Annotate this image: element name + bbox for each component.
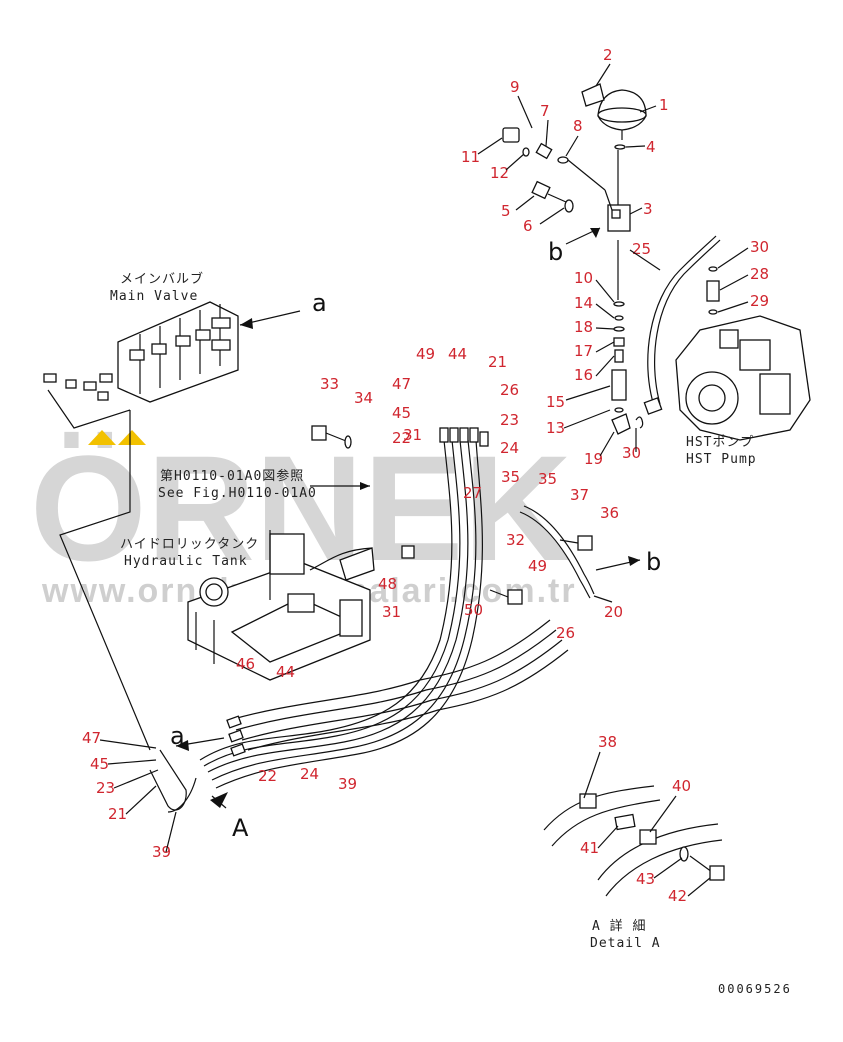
callout: 23: [96, 779, 115, 797]
callout: 43: [636, 870, 655, 888]
callout: 30: [622, 444, 641, 462]
drawing-code: 00069526: [718, 982, 792, 996]
callout: 45: [392, 404, 411, 422]
watermark-accent-right: [118, 430, 146, 445]
callout: 25: [632, 240, 651, 258]
callout: 15: [546, 393, 565, 411]
reference-en-label: See Fig.H0110-01A0: [158, 486, 317, 501]
hst-pump: [643, 235, 811, 441]
callout: 49: [416, 345, 435, 363]
callout: 40: [672, 777, 691, 795]
callout: 47: [82, 729, 101, 747]
callout: 7: [540, 102, 550, 120]
callout: 3: [643, 200, 653, 218]
callout: 38: [598, 733, 617, 751]
callout: 35: [501, 468, 520, 486]
callout: 4: [646, 138, 656, 156]
callout: 39: [152, 843, 171, 861]
callout: 37: [570, 486, 589, 504]
callout: 24: [500, 439, 519, 457]
callout: 47: [392, 375, 411, 393]
callout: 34: [354, 389, 373, 407]
callout: 26: [556, 624, 575, 642]
callout: 33: [320, 375, 339, 393]
reference-jp-label: 第H0110-01A0図参照: [160, 468, 304, 484]
callout: 32: [506, 531, 525, 549]
hose-bundle: [149, 425, 641, 813]
callout: 16: [574, 366, 593, 384]
callout: 9: [510, 78, 520, 96]
callout: 5: [501, 202, 511, 220]
callout-leaders: [99, 63, 749, 897]
main-valve: [43, 301, 301, 751]
callout: 35: [538, 470, 557, 488]
callout: 20: [604, 603, 623, 621]
detail-a: [543, 785, 725, 897]
callout: 21: [488, 353, 507, 371]
callout: 36: [600, 504, 619, 522]
callout: 31: [382, 603, 401, 621]
callout: 1: [659, 96, 669, 114]
accumulator-assembly: [502, 83, 647, 435]
hst-pump-jp-label: HSTポンプ: [686, 435, 754, 450]
callout: 31: [403, 426, 422, 444]
callout: 48: [378, 575, 397, 593]
callout: 44: [448, 345, 467, 363]
callout: 14: [574, 294, 593, 312]
callout: 49: [528, 557, 547, 575]
callout: 44: [276, 663, 295, 681]
main-valve-jp-label: メインバルブ: [120, 271, 204, 287]
view-a-label-top: a: [312, 289, 327, 317]
watermark-accent-left: [88, 430, 116, 445]
main-valve-en-label: Main Valve: [110, 289, 198, 304]
callout: 27: [463, 484, 482, 502]
callout: 21: [108, 805, 127, 823]
callout: 13: [546, 419, 565, 437]
callout: 50: [464, 601, 483, 619]
callout: 10: [574, 269, 593, 287]
callout: 30: [750, 238, 769, 256]
detail-jp-label: A 詳 細: [592, 918, 646, 934]
view-b-label-right: b: [646, 548, 661, 576]
tank-jp-label: ハイドロリックタンク: [120, 537, 259, 552]
callout: 23: [500, 411, 519, 429]
callout: 46: [236, 655, 255, 673]
view-a-label-bottom: a: [170, 722, 185, 750]
hst-pump-en-label: HST Pump: [686, 452, 757, 467]
hydraulic-tank: [187, 533, 415, 681]
callout: 42: [668, 887, 687, 905]
callout: 17: [574, 342, 593, 360]
view-b-label-top: b: [548, 238, 563, 266]
callout: 24: [300, 765, 319, 783]
callout: 29: [750, 292, 769, 310]
callout: 22: [258, 767, 277, 785]
callout: 19: [584, 450, 603, 468]
callout: 41: [580, 839, 599, 857]
callout: 8: [573, 117, 583, 135]
callout: 11: [461, 148, 480, 166]
callout: 2: [603, 46, 613, 64]
callout: 22: [392, 429, 411, 447]
callout: 18: [574, 318, 593, 336]
callout: 28: [750, 265, 769, 283]
view-A-label: A: [232, 814, 249, 842]
detail-en-label: Detail A: [590, 936, 661, 951]
tank-en-label: Hydraulic Tank: [124, 554, 248, 569]
callout: 39: [338, 775, 357, 793]
callout: 12: [490, 164, 509, 182]
callout: 45: [90, 755, 109, 773]
callout: 6: [523, 217, 533, 235]
callouts: 1 2 3 4 5 6 7 8 9 10 11 12 13 14 15 16 1…: [82, 46, 769, 905]
callout: 26: [500, 381, 519, 399]
